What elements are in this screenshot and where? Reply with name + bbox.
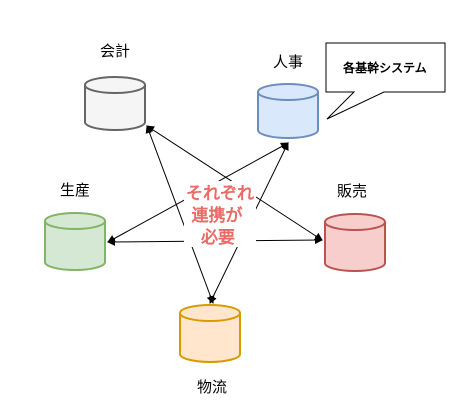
callout-shape — [325, 42, 446, 120]
note-line-1: それぞれ — [186, 184, 254, 204]
database-label: 生産 — [60, 181, 90, 199]
database-label: 会計 — [100, 42, 130, 60]
database-top — [44, 212, 106, 230]
callout-text: 各基幹システム — [342, 60, 427, 75]
database-sales: 販売 — [324, 182, 386, 272]
database-label: 物流 — [197, 378, 227, 396]
database-cylinder-icon — [257, 92, 319, 139]
database-label: 販売 — [337, 182, 367, 200]
database-hr: 人事 — [257, 53, 319, 139]
database-production: 生産 — [44, 181, 106, 271]
database-cylinder-icon — [179, 313, 241, 363]
database-cylinder-icon — [324, 222, 386, 272]
callout-bubble: 各基幹システム — [325, 42, 446, 120]
database-label: 人事 — [273, 53, 303, 71]
note-line-3: 必要 — [200, 227, 235, 248]
database-top — [84, 76, 146, 94]
database-logistics: 物流 — [179, 304, 241, 396]
database-cylinder-icon — [84, 85, 146, 131]
database-top — [324, 213, 386, 231]
database-top — [179, 304, 241, 322]
center-note: それぞれ 連携が 必要 — [184, 181, 256, 248]
database-cylinder-icon — [44, 221, 106, 271]
note-line-2: 連携が — [192, 205, 243, 226]
database-accounting: 会計 — [84, 42, 146, 131]
note-backdrop — [184, 181, 256, 247]
database-top — [257, 83, 319, 101]
